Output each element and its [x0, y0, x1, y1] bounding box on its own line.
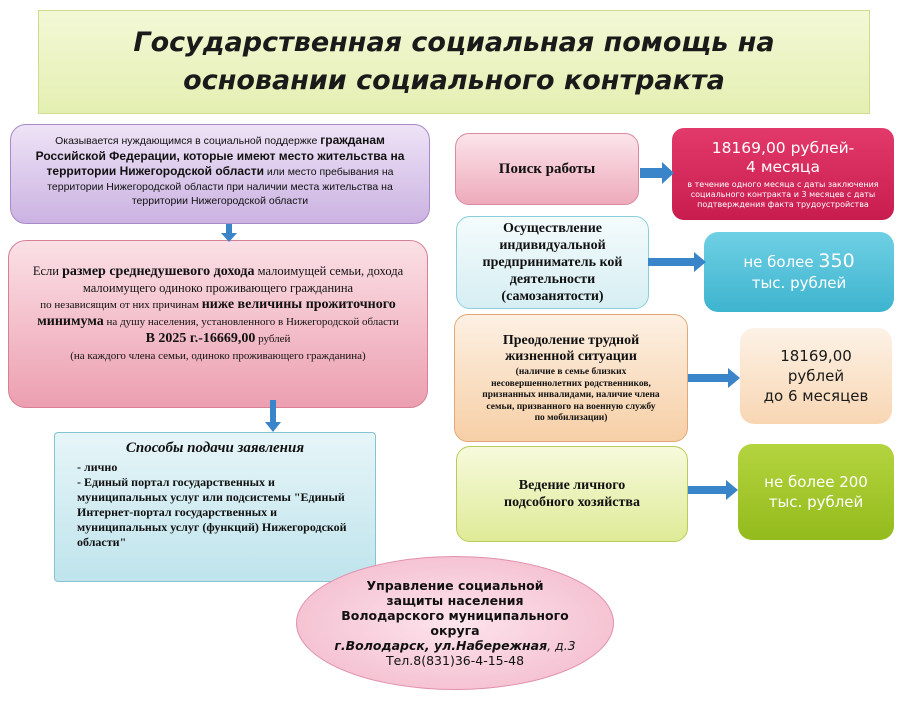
income-text-1: Если — [32, 264, 63, 278]
amount-biz-suffix: тыс. рублей — [751, 273, 847, 292]
amount-job-line-2: 4 месяца — [746, 157, 820, 176]
income-condition-box: Если размер среднедушевого дохода малоим… — [8, 240, 428, 408]
amount-job-note: в течение одного месяца с даты заключени… — [687, 179, 879, 209]
application-method-portal: - Единый портал государственных и муници… — [77, 475, 347, 549]
application-methods-box: Способы подачи заявления - лично - Едины… — [54, 432, 376, 582]
header-line-1: Государственная социальная помощь на — [133, 27, 775, 58]
header-line-2: основании социального контракта — [183, 65, 725, 96]
amount-farm-line-2: тыс. рублей — [768, 493, 864, 511]
amount-hardship-line-2: рублей — [787, 367, 845, 385]
social-protection-office: Управление социальной защиты населения В… — [296, 556, 614, 690]
measure-job-search-label: Поиск работы — [498, 160, 596, 177]
measure-household-farming-label: Ведение личного подсобного хозяйства — [504, 478, 640, 510]
amount-entrepreneurship: не более 350 тыс. рублей — [704, 232, 894, 312]
arrow-right-icon — [688, 480, 738, 500]
income-currency: рублей — [255, 333, 291, 345]
amount-farm-line-1: не более 200 — [764, 473, 868, 491]
application-methods-title: Способы подачи заявления — [125, 440, 305, 456]
arrow-right-icon — [688, 368, 740, 388]
income-text-3: по независящим от них причинам — [40, 299, 202, 311]
income-amount: В 2025 г.-16669,00 — [145, 331, 256, 346]
measure-hardship-note: (наличие в семье близких несовершеннолет… — [482, 367, 660, 424]
measure-job-search: Поиск работы — [455, 133, 639, 205]
arrow-down-icon — [221, 224, 237, 242]
amount-job-search: 18169,00 рублей- 4 месяца в течение одно… — [672, 128, 894, 220]
amount-biz-number: 350 — [818, 249, 855, 272]
measure-hardship: Преодоление трудной жизненной ситуации (… — [454, 314, 688, 442]
measure-household-farming: Ведение личного подсобного хозяйства — [456, 446, 688, 542]
eligibility-bold: гражданам Российской Федерации, которые … — [35, 133, 405, 178]
eligibility-text-2: или место пребывания на территории Нижег… — [47, 166, 394, 207]
amount-hardship-line-1: 18169,00 — [780, 347, 852, 365]
amount-household-farming: не более 200 тыс. рублей — [738, 444, 894, 540]
page-header: Государственная социальная помощь на осн… — [38, 10, 870, 114]
office-address: г.Володарск, ул.Набережная, д.3 — [334, 638, 575, 653]
amount-job-line-1: 18169,00 рублей- — [711, 138, 855, 157]
office-phone: Тел.8(831)36-4-15-48 — [385, 653, 525, 668]
arrow-right-icon — [648, 252, 706, 272]
amount-biz-prefix: не более — [743, 252, 819, 271]
income-text-2: малоимущей семьи, дохода малоимущего оди… — [82, 264, 404, 295]
office-address-street: г.Володарск, ул.Набережная — [334, 638, 548, 653]
arrow-down-icon — [265, 400, 281, 432]
measure-entrepreneurship: Осуществление индивидуальной предпринима… — [456, 216, 649, 309]
amount-hardship-line-3: до 6 месяцев — [763, 387, 869, 405]
arrow-right-icon — [640, 162, 674, 184]
office-address-house: , д.3 — [547, 638, 576, 653]
measure-hardship-label: Преодоление трудной жизненной ситуации — [502, 333, 640, 365]
income-text-4: на душу населения, установленного в Ниже… — [103, 316, 399, 328]
eligibility-text-1: Оказывается нуждающимся в социальной под… — [55, 135, 321, 147]
application-method-in-person: - лично — [77, 460, 118, 474]
income-bold-1: размер среднедушевого дохода — [62, 264, 255, 279]
measure-entrepreneurship-label: Осуществление индивидуальной предпринима… — [482, 221, 623, 304]
income-text-6: (на каждого члена семьи, одиноко прожива… — [70, 350, 366, 362]
office-name: Управление социальной защиты населения В… — [341, 578, 569, 638]
amount-hardship: 18169,00 рублей до 6 месяцев — [740, 328, 892, 424]
eligibility-box: Оказывается нуждающимся в социальной под… — [10, 124, 430, 224]
income-bold-2: ниже величины прожиточного минимума — [37, 297, 396, 329]
